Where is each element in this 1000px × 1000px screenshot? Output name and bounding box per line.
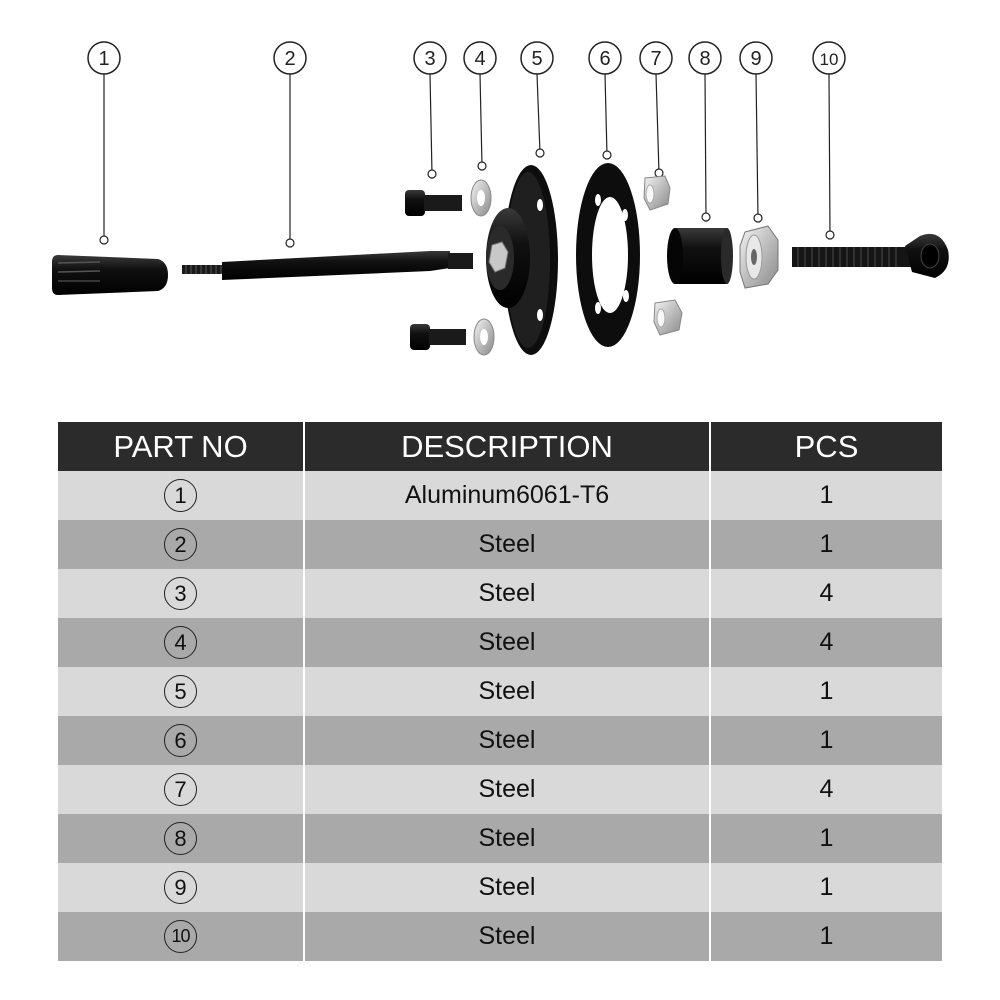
callout-2: 2 xyxy=(273,41,307,75)
part-number-badge: 10 xyxy=(164,920,197,953)
pcs-cell: 1 xyxy=(709,667,942,716)
svg-text:7: 7 xyxy=(650,48,661,70)
part-no-cell: 8 xyxy=(58,814,304,863)
callout-5: 5 xyxy=(520,41,554,75)
callout-1: 1 xyxy=(87,41,121,75)
pcs-cell: 1 xyxy=(709,814,942,863)
svg-text:3: 3 xyxy=(424,48,435,70)
part-no-cell: 1 xyxy=(58,471,304,520)
pcs-cell: 1 xyxy=(709,716,942,765)
svg-text:1: 1 xyxy=(98,48,109,70)
part-number-badge: 7 xyxy=(164,773,197,806)
part-no-cell: 2 xyxy=(58,520,304,569)
part-number-badge: 6 xyxy=(164,724,197,757)
description-cell: Steel xyxy=(303,912,710,961)
table-row: 5 Steel 1 xyxy=(58,667,942,716)
pcs-cell: 1 xyxy=(709,520,942,569)
part-no-cell: 3 xyxy=(58,569,304,618)
svg-text:9: 9 xyxy=(750,48,761,70)
table-row: 10 Steel 1 xyxy=(58,912,942,961)
part-no-cell: 4 xyxy=(58,618,304,667)
header-description: DESCRIPTION xyxy=(303,422,710,471)
part-number-badge: 1 xyxy=(164,479,197,512)
part-no-cell: 9 xyxy=(58,863,304,912)
svg-text:8: 8 xyxy=(699,48,710,70)
part-number-badge: 4 xyxy=(164,626,197,659)
table-row: 4 Steel 4 xyxy=(58,618,942,667)
part-9-lock-nut xyxy=(739,225,779,289)
table-row: 7 Steel 4 xyxy=(58,765,942,814)
part-6-adapter-plate xyxy=(576,163,640,347)
header-part-no: PART NO xyxy=(58,422,304,471)
pcs-cell: 4 xyxy=(709,618,942,667)
part-7-flange-nuts xyxy=(643,175,683,336)
description-cell: Steel xyxy=(303,863,710,912)
svg-text:4: 4 xyxy=(474,48,485,70)
part-number-badge: 2 xyxy=(164,528,197,561)
header-pcs: PCS xyxy=(709,422,942,471)
callout-6: 6 xyxy=(588,41,622,75)
part-2-shift-rod xyxy=(182,251,473,280)
pcs-cell: 4 xyxy=(709,765,942,814)
description-cell: Steel xyxy=(303,716,710,765)
part-1-shift-knob xyxy=(52,255,168,295)
part-number-badge: 9 xyxy=(164,871,197,904)
table-row: 2 Steel 1 xyxy=(58,520,942,569)
callout-8: 8 xyxy=(688,41,722,75)
part-no-cell: 7 xyxy=(58,765,304,814)
pcs-cell: 1 xyxy=(709,912,942,961)
part-5-hub-flange xyxy=(486,165,558,355)
callout-9: 9 xyxy=(739,41,773,75)
part-no-cell: 5 xyxy=(58,667,304,716)
svg-text:2: 2 xyxy=(284,48,295,70)
table-header-row: PART NO DESCRIPTION PCS xyxy=(58,422,942,471)
part-no-cell: 6 xyxy=(58,716,304,765)
svg-text:10: 10 xyxy=(820,50,839,69)
leader-lines xyxy=(99,73,835,248)
description-cell: Steel xyxy=(303,569,710,618)
pcs-cell: 1 xyxy=(709,471,942,520)
part-8-spacer xyxy=(667,228,733,284)
table-row: 8 Steel 1 xyxy=(58,814,942,863)
table-row: 1 Aluminum6061-T6 1 xyxy=(58,471,942,520)
description-cell: Steel xyxy=(303,814,710,863)
part-3-bolts xyxy=(405,190,466,350)
part-4-washers xyxy=(470,179,495,356)
table-row: 6 Steel 1 xyxy=(58,716,942,765)
table-row: 3 Steel 4 xyxy=(58,569,942,618)
callout-10: 10 xyxy=(812,41,846,75)
svg-text:5: 5 xyxy=(531,48,542,70)
svg-text:6: 6 xyxy=(599,48,610,70)
part-number-badge: 5 xyxy=(164,675,197,708)
part-number-badge: 3 xyxy=(164,577,197,610)
description-cell: Aluminum6061-T6 xyxy=(303,471,710,520)
exploded-parts-diagram: 1 2 3 4 5 6 7 8 9 10 xyxy=(52,41,949,356)
pcs-cell: 1 xyxy=(709,863,942,912)
table-row: 9 Steel 1 xyxy=(58,863,942,912)
part-number-badge: 8 xyxy=(164,822,197,855)
pcs-cell: 4 xyxy=(709,569,942,618)
part-no-cell: 10 xyxy=(58,912,304,961)
description-cell: Steel xyxy=(303,618,710,667)
part-10-rod-end xyxy=(792,233,949,278)
description-cell: Steel xyxy=(303,765,710,814)
callout-4: 4 xyxy=(463,41,497,75)
description-cell: Steel xyxy=(303,520,710,569)
parts-table: PART NO DESCRIPTION PCS 1 Aluminum6061-T… xyxy=(58,422,942,961)
callout-3: 3 xyxy=(413,41,447,75)
callout-7: 7 xyxy=(639,41,673,75)
description-cell: Steel xyxy=(303,667,710,716)
